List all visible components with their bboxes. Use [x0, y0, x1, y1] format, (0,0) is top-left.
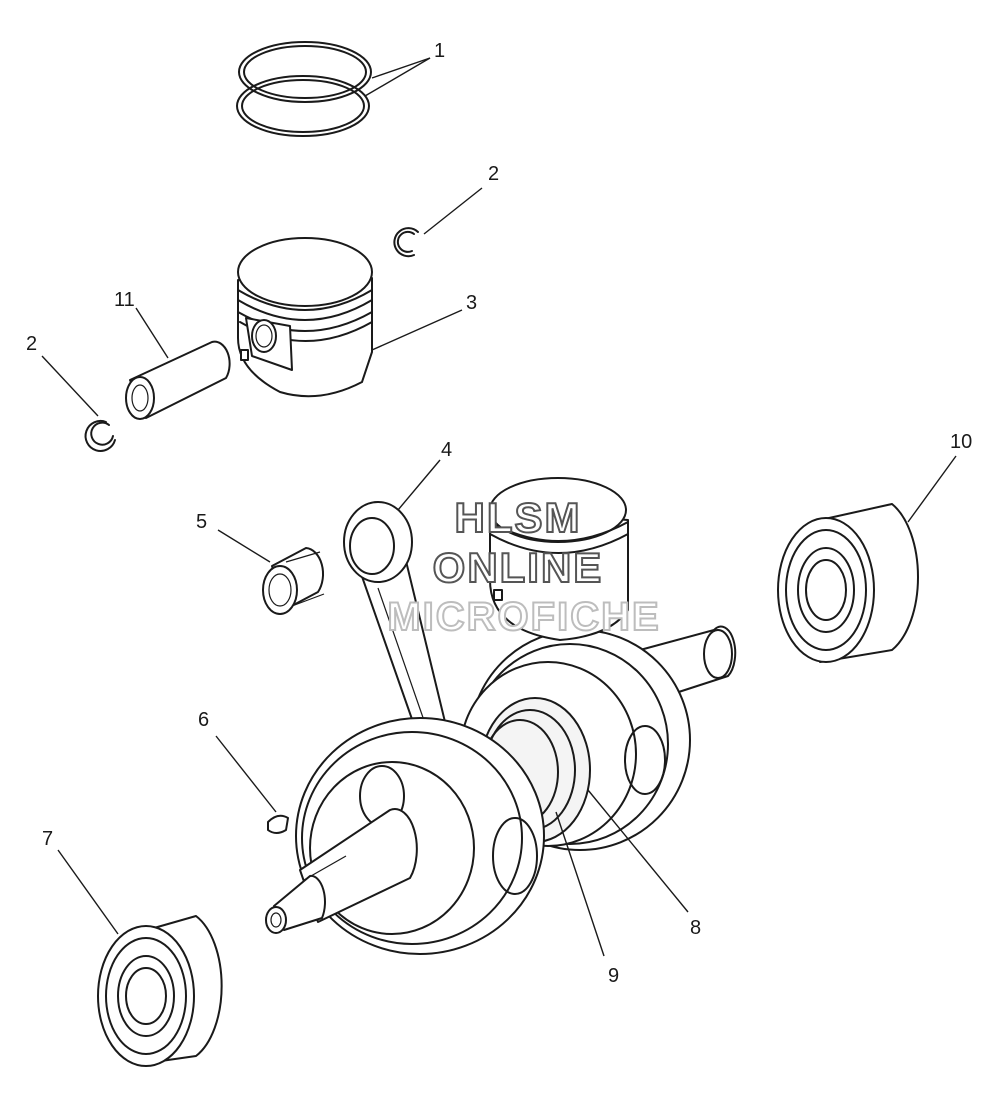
callout-4: 4 [441, 439, 452, 461]
callout-8: 8 [690, 917, 701, 939]
leader-4 [397, 459, 441, 511]
leader-3 [371, 309, 463, 351]
main-bearing-left-part[interactable] [97, 915, 223, 1067]
leader-2-left [41, 355, 99, 417]
piston-part[interactable] [237, 237, 373, 398]
circlip-left-part[interactable] [84, 419, 116, 452]
watermark-line-3: MICROFICHE [387, 595, 660, 639]
leader-10 [907, 455, 957, 523]
leader-9 [555, 811, 605, 957]
leader-1a [371, 57, 431, 79]
leader-8 [587, 789, 689, 913]
callout-3: 3 [466, 292, 477, 314]
callout-6: 6 [198, 709, 209, 731]
woodruff-key-part[interactable] [267, 814, 289, 834]
callout-9: 9 [608, 965, 619, 987]
leader-1b [364, 57, 431, 97]
callout-5: 5 [196, 511, 207, 533]
callout-10: 10 [950, 431, 972, 453]
callout-2-right: 2 [488, 163, 499, 185]
callout-2-left: 2 [26, 333, 37, 355]
piston-pin-part[interactable] [125, 340, 231, 420]
watermark: HLSM ONLINE MICROFICHE [386, 493, 660, 640]
watermark-line-2: ONLINE [433, 544, 604, 591]
callout-7: 7 [42, 828, 53, 850]
leader-5 [217, 529, 271, 563]
main-bearing-right-part[interactable] [777, 503, 919, 663]
leader-7 [57, 849, 119, 935]
leader-11 [135, 307, 169, 359]
piston-rings-part[interactable] [236, 41, 372, 137]
callout-11: 11 [114, 289, 135, 311]
callout-1: 1 [434, 40, 445, 62]
crankshaft-assembly[interactable] [265, 477, 737, 955]
leader-6 [215, 735, 277, 813]
watermark-line-1: HLSM [455, 494, 582, 541]
needle-bearing-part[interactable] [262, 547, 325, 615]
circlip-right-part[interactable] [393, 227, 419, 258]
leader-2-right [423, 187, 483, 235]
